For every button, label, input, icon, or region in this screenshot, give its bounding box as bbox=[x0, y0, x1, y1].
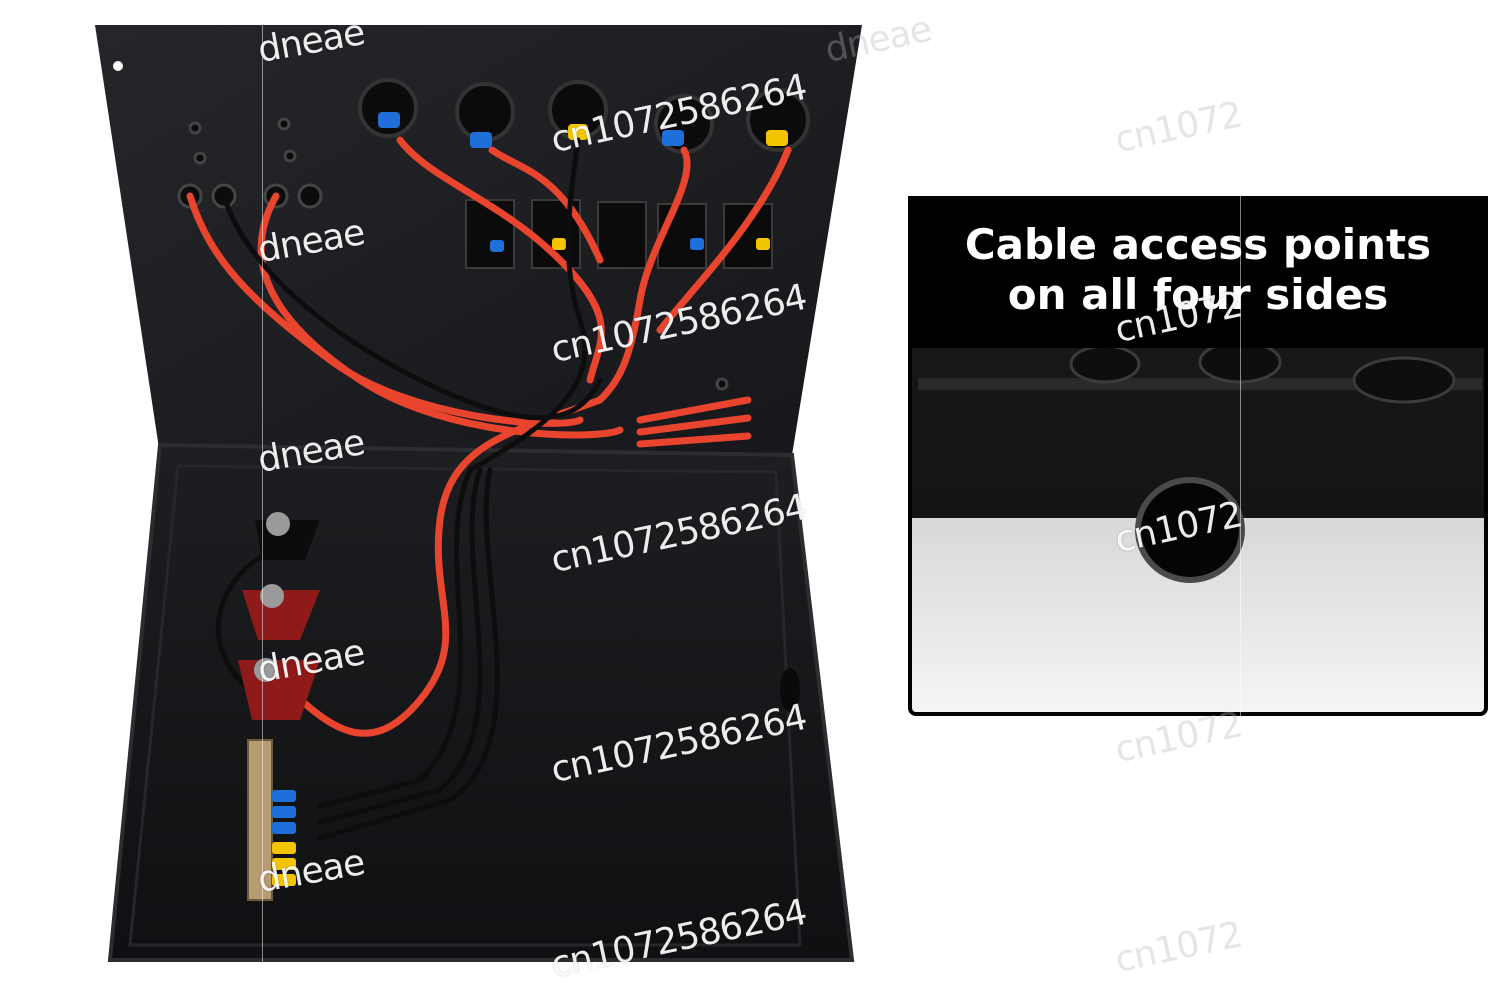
crimp-terminals bbox=[378, 112, 788, 252]
caption-line-1: Cable access points bbox=[964, 220, 1432, 269]
black-wiring bbox=[215, 137, 603, 841]
guide-line bbox=[262, 0, 263, 1000]
caption-banner: Cable access points on all four sides bbox=[908, 196, 1488, 348]
lid-mount-hole bbox=[113, 61, 123, 71]
bus-bar bbox=[247, 739, 296, 901]
panel-grommets bbox=[177, 117, 729, 391]
rocker-switches bbox=[465, 199, 773, 269]
inset-socket bbox=[1069, 344, 1141, 384]
enclosure-inner-wall bbox=[128, 464, 802, 947]
red-wiring bbox=[186, 136, 792, 737]
guide-line bbox=[1240, 0, 1241, 1000]
power-studs bbox=[238, 512, 320, 720]
caption-line-2: on all four sides bbox=[1007, 270, 1389, 319]
inset-socket bbox=[1352, 356, 1456, 404]
inset-cable-port bbox=[1135, 477, 1245, 583]
box-cable-port bbox=[780, 668, 800, 712]
